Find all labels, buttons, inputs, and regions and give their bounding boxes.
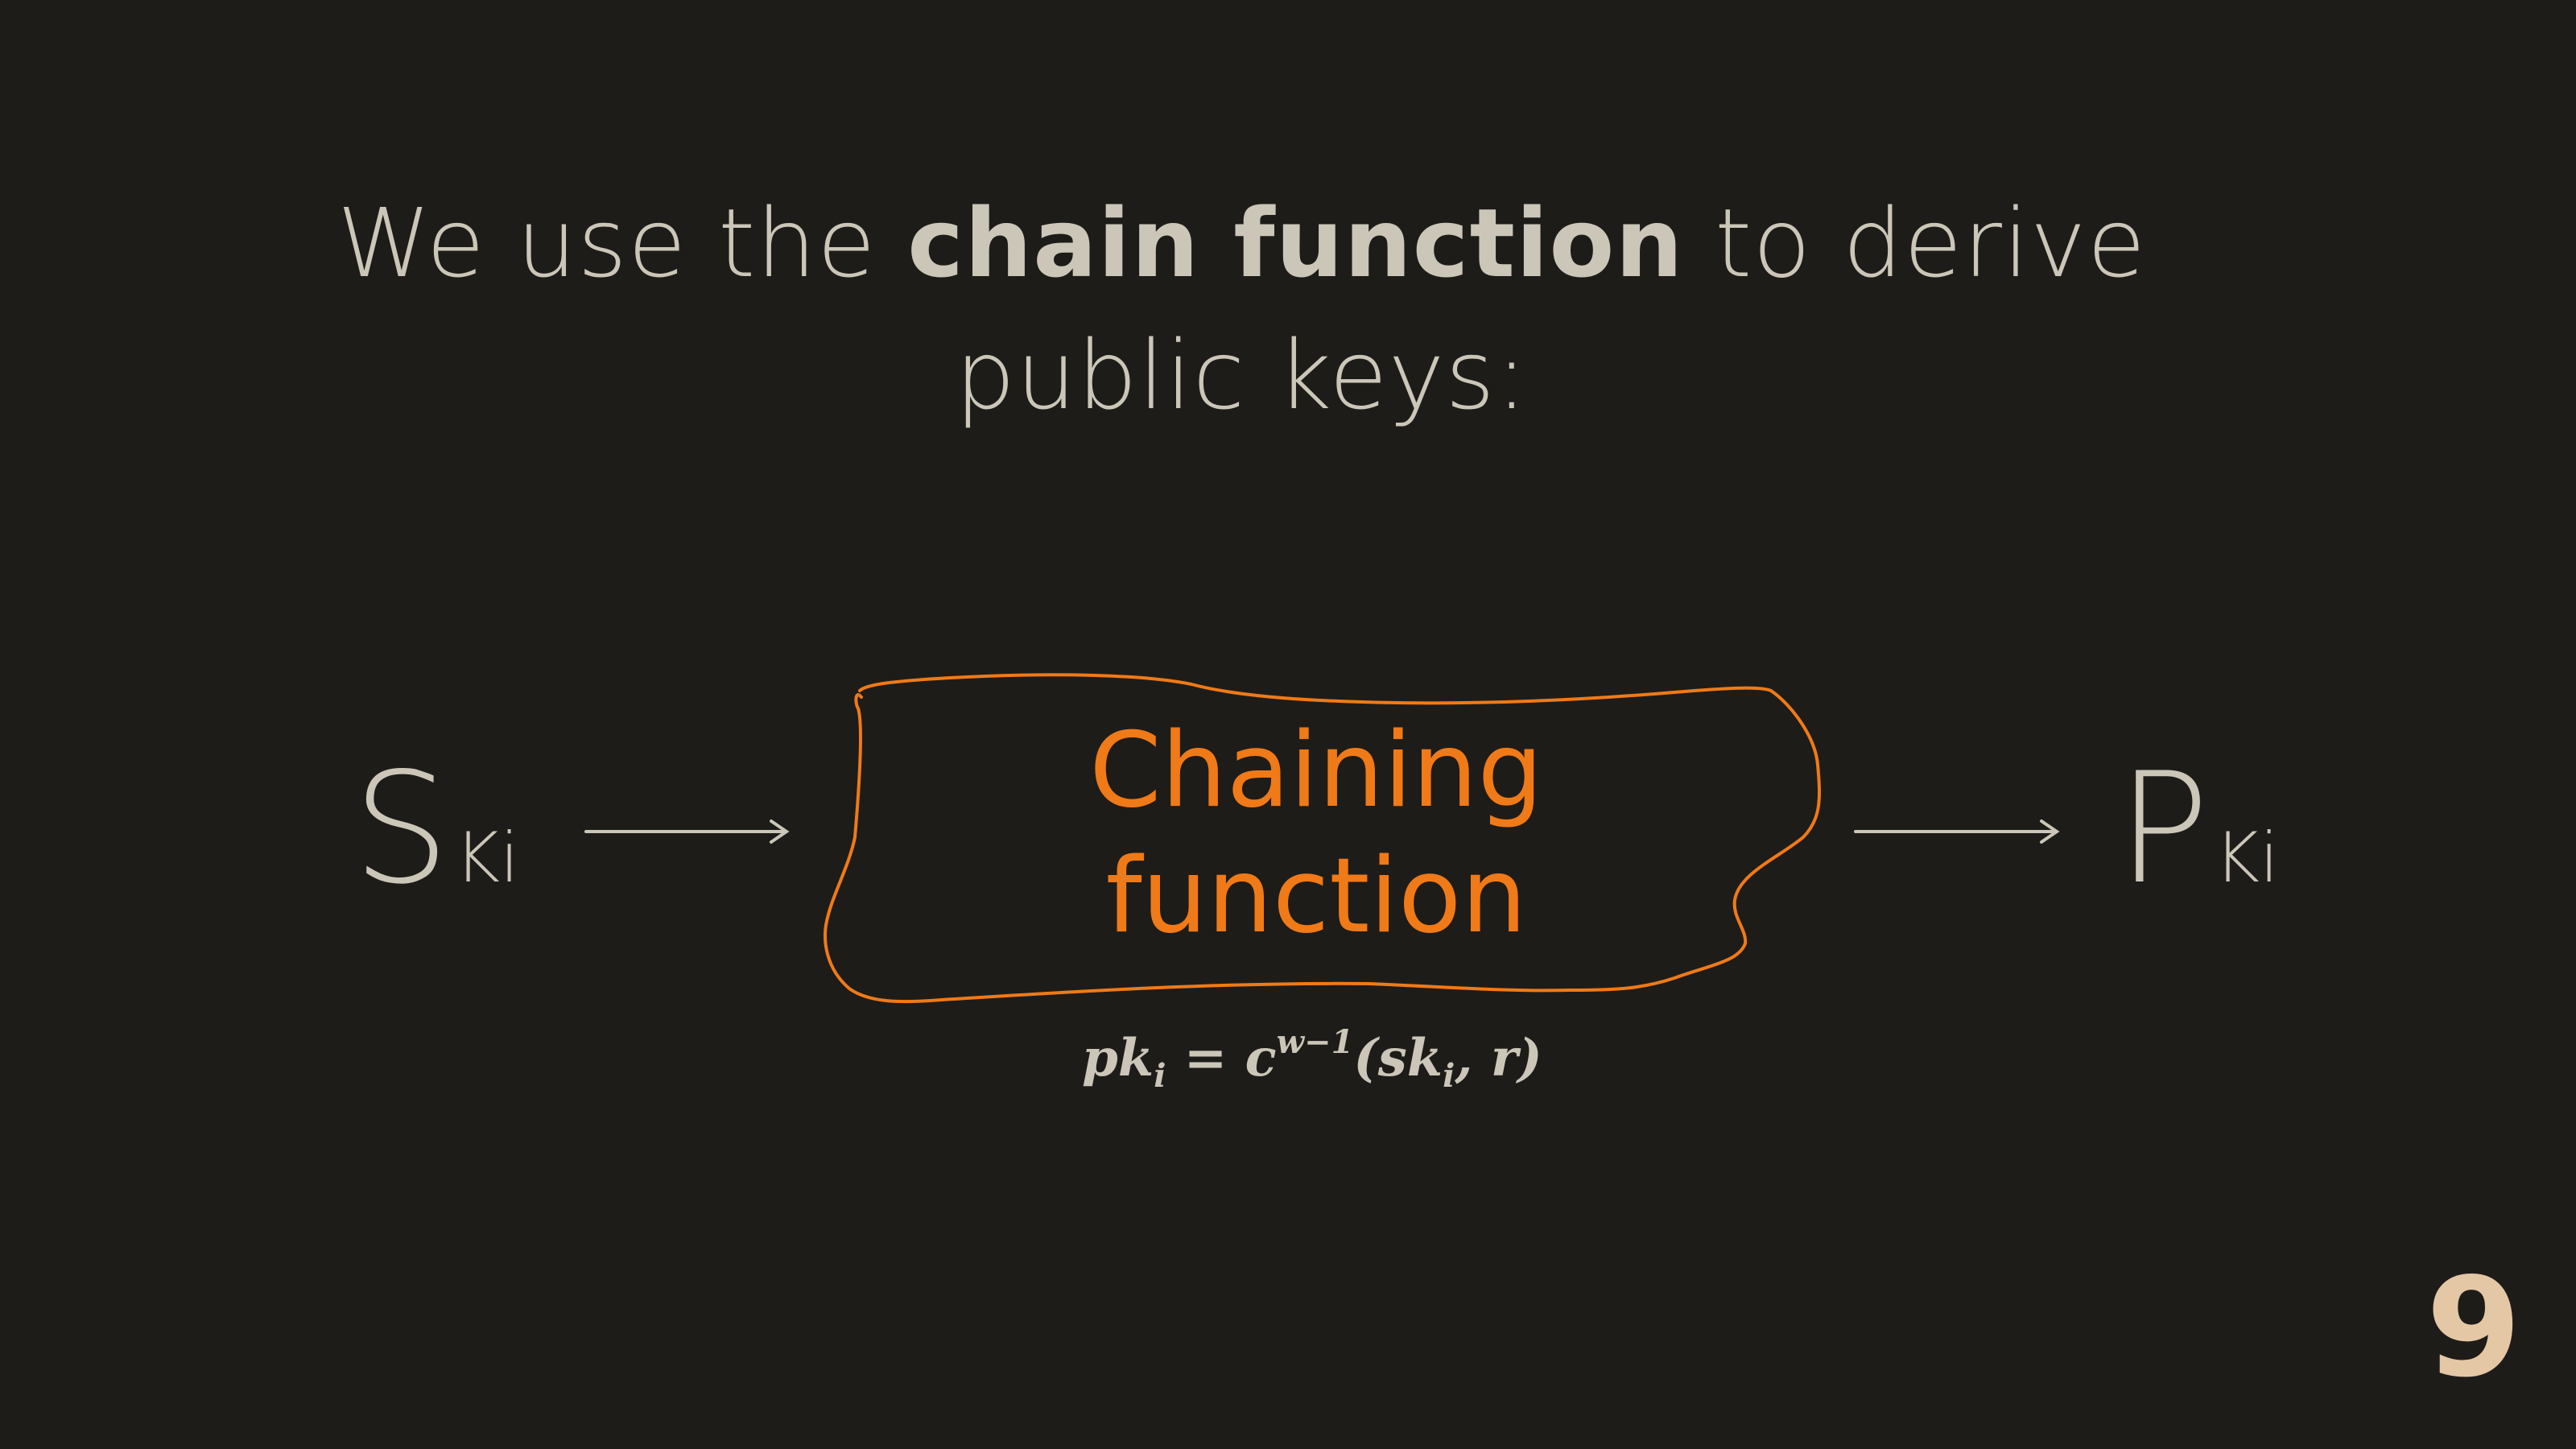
public-key-subscript: Ki: [2214, 818, 2279, 898]
heading-suffix: to derive: [1683, 188, 2147, 299]
secret-key-subscript: Ki: [454, 818, 519, 898]
right-arrow: [1854, 819, 2060, 844]
box-label-line-1: Chaining: [1089, 711, 1543, 831]
slide-page-number: 9: [2425, 1249, 2521, 1408]
formula-args-index: i: [1443, 1057, 1455, 1095]
formula-exponent: w−1: [1276, 1023, 1354, 1061]
heading-emphasis: chain function: [907, 188, 1684, 299]
secret-key-letter: S: [353, 740, 450, 918]
public-key-letter: P: [2117, 740, 2210, 918]
formula-lhs-index: i: [1154, 1057, 1166, 1095]
public-key-symbol: PKi: [2117, 753, 2279, 906]
left-arrow: [584, 819, 790, 844]
formula-function: c: [1245, 1028, 1277, 1088]
formula-args-open: (sk: [1353, 1028, 1443, 1088]
chain-formula: pki = cw−1(ski, r): [990, 1026, 1634, 1092]
chaining-function-label: Chaining function: [994, 708, 1638, 960]
formula-args-close: , r): [1455, 1028, 1542, 1088]
heading-prefix: We use the: [336, 188, 908, 299]
formula-lhs: pk: [1082, 1028, 1154, 1088]
secret-key-symbol: SKi: [353, 753, 519, 906]
box-label-line-2: function: [1105, 836, 1527, 956]
heading-line-2: public keys:: [955, 320, 1529, 431]
hand-drawn-outline: [824, 673, 1822, 1004]
slide-heading: We use the chain function to derive publ…: [0, 177, 2483, 441]
formula-equals: =: [1166, 1028, 1245, 1088]
heading-line-1: We use the chain function to derive: [0, 177, 2483, 309]
